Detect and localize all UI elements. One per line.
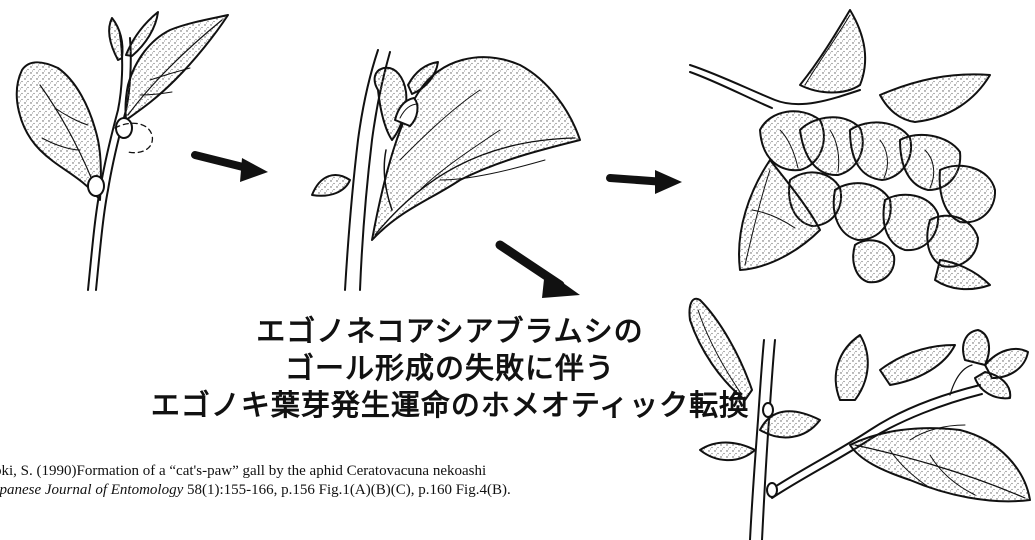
drawing-b-branch xyxy=(312,50,580,290)
citation-line-1: oki, S. (1990)Formation of a “cat's-paw”… xyxy=(0,463,486,480)
title-line-2: ゴール形成の失敗に伴う xyxy=(170,351,730,385)
citation-journal: apanese Journal of Entomology xyxy=(0,482,183,498)
citation-line-2: apanese Journal of Entomology 58(1):155-… xyxy=(0,482,511,499)
drawing-a-branch xyxy=(17,12,228,290)
arrow-right-icon xyxy=(610,170,682,194)
title-line-1: エゴノネコアシアブラムシの xyxy=(170,314,730,348)
title-line-3: エゴノキ葉芽発生運命のホメオティック転換 xyxy=(150,388,750,422)
arrow-right-icon xyxy=(195,155,268,182)
arrow-down-right-icon xyxy=(500,245,580,298)
citation-details: 58(1):155-166, p.156 Fig.1(A)(B)(C), p.1… xyxy=(183,482,510,498)
drawing-c-gall-cluster xyxy=(690,10,995,289)
